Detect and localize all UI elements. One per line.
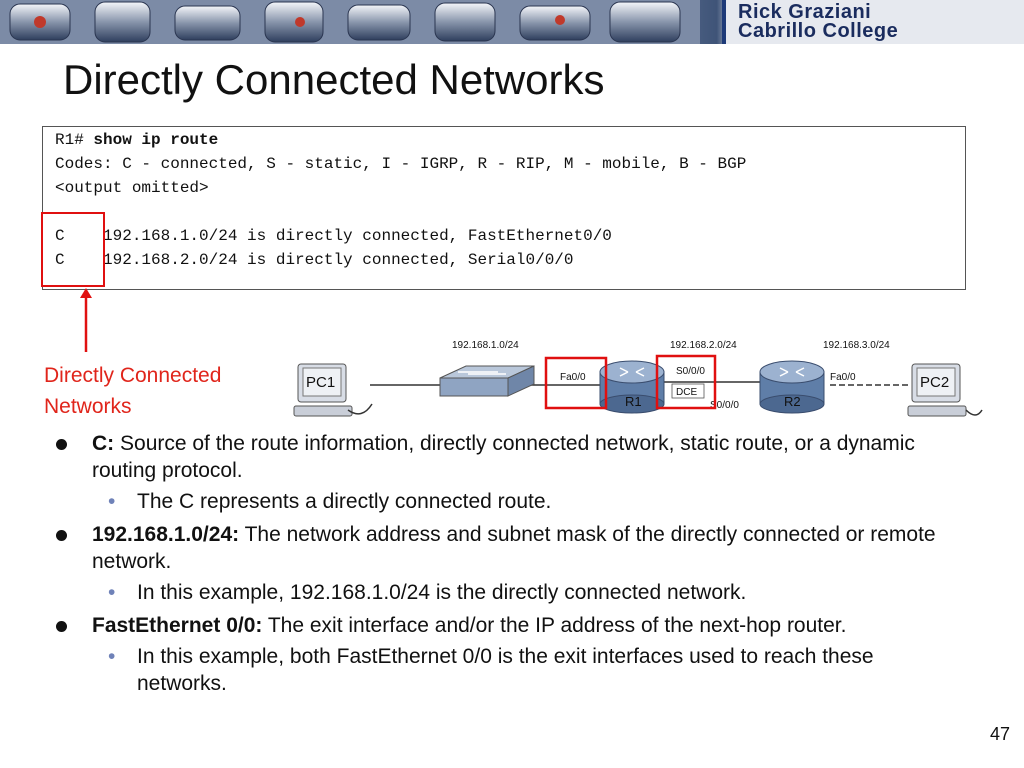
network-label: 192.168.3.0/24 — [823, 340, 890, 351]
callout-line: Directly Connected — [44, 364, 222, 387]
interface-label: Fa0/0 — [830, 372, 856, 383]
bullet-text: Source of the route information, directl… — [92, 432, 915, 482]
author-block: Rick Graziani Cabrillo College — [722, 0, 1024, 44]
network-label: 192.168.2.0/24 — [670, 340, 737, 351]
route-entry: C 192.168.2.0/24 is directly connected, … — [55, 251, 574, 269]
sub-bullet-text: In this example, 192.168.1.0/24 is the d… — [137, 581, 747, 604]
route-code: C — [55, 227, 65, 245]
author-affiliation: Cabrillo College — [738, 20, 899, 42]
router-r2-label: R2 — [784, 394, 801, 409]
bullet-term: 192.168.1.0/24: — [92, 523, 240, 546]
callout-line: Networks — [44, 395, 132, 418]
route-text: 192.168.2.0/24 is directly connected, Se… — [103, 251, 574, 269]
cli-prompt: R1# — [55, 131, 94, 149]
bullet-text: The network address and subnet mask of t… — [92, 523, 936, 573]
network-topology-diagram: 192.168.1.0/24 192.168.2.0/24 192.168.3.… — [293, 340, 983, 417]
arrow-up-icon — [80, 288, 92, 352]
pc1-icon: PC1 — [293, 363, 373, 417]
bullet-term: C: — [92, 432, 115, 455]
pc2-icon: PC2 — [907, 363, 983, 417]
sub-bullet-text: In this example, both FastEthernet 0/0 i… — [137, 645, 874, 695]
cli-command: show ip route — [93, 131, 219, 149]
command-line: R1# show ip route — [55, 131, 218, 149]
author-name: Rick Graziani — [738, 1, 872, 23]
bullet-text: The exit interface and/or the IP address… — [262, 614, 847, 637]
header-banner: Rick Graziani Cabrillo College — [0, 0, 1024, 44]
bullet-dot — [56, 530, 67, 541]
route-code-highlight — [41, 212, 105, 287]
router-r2-icon: R2 — [759, 360, 825, 414]
network-label: 192.168.1.0/24 — [452, 340, 519, 351]
fa0-0-highlight — [544, 356, 608, 410]
pc1-label: PC1 — [306, 374, 335, 391]
directly-connected-callout: Directly Connected Networks — [44, 360, 284, 422]
slide-title: Directly Connected Networks — [63, 56, 605, 103]
bullet-list: C: Source of the route information, dire… — [56, 430, 966, 697]
s0-0-0-highlight — [655, 354, 717, 410]
bullet-dot — [56, 439, 67, 450]
network-cables-photo — [0, 0, 700, 44]
route-code: C — [55, 251, 65, 269]
switch-icon — [439, 365, 535, 397]
sub-bullet: •In this example, 192.168.1.0/24 is the … — [108, 581, 747, 604]
interface-label: S0/0/0 — [710, 400, 739, 411]
route-text: 192.168.1.0/24 is directly connected, Fa… — [103, 227, 612, 245]
router-r1-label: R1 — [625, 394, 642, 409]
pc2-label: PC2 — [920, 374, 949, 391]
router-output-box: R1# show ip route Codes: C - connected, … — [42, 126, 966, 290]
bullet-item: C: Source of the route information, dire… — [56, 430, 966, 484]
bullet-item: 192.168.1.0/24: The network address and … — [56, 521, 966, 575]
sub-bullet: •The C represents a directly connected r… — [108, 490, 552, 513]
sub-bullet-text: The C represents a directly connected ro… — [137, 490, 552, 513]
output-omitted: <output omitted> — [55, 179, 209, 197]
interface-label: Fa0/0 — [560, 372, 586, 383]
bullet-dot — [56, 621, 67, 632]
bullet-item: FastEthernet 0/0: The exit interface and… — [56, 612, 966, 639]
page-number: 47 — [990, 724, 1011, 744]
codes-legend: Codes: C - connected, S - static, I - IG… — [55, 155, 747, 173]
route-entry: C 192.168.1.0/24 is directly connected, … — [55, 227, 612, 245]
bullet-term: FastEthernet 0/0: — [92, 614, 263, 637]
interface-label: S0/0/0 — [676, 366, 705, 377]
dce-badge — [671, 383, 705, 399]
dce-label: DCE — [676, 387, 697, 398]
router-r1-icon: R1 — [599, 360, 665, 414]
sub-bullet: •In this example, both FastEthernet 0/0 … — [108, 645, 874, 695]
